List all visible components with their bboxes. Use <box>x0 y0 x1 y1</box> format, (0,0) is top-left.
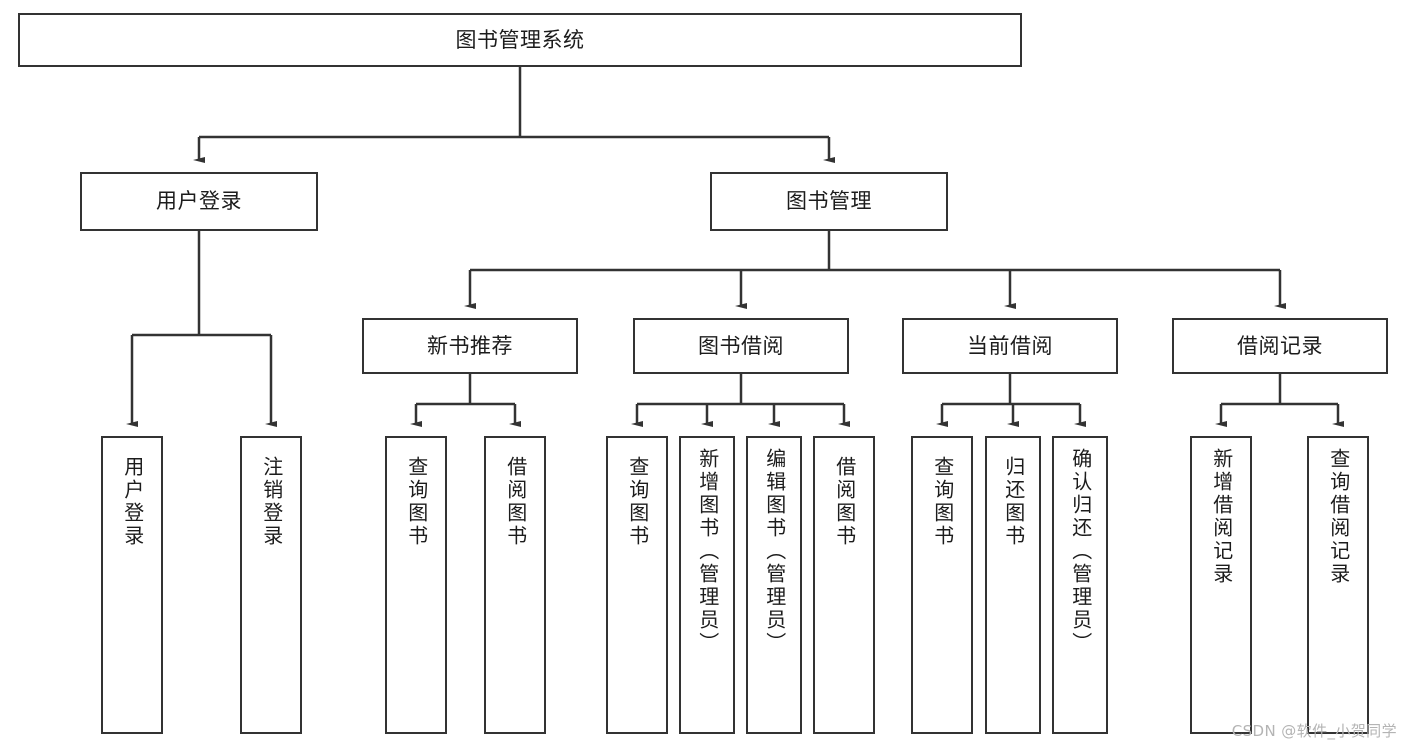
leaf-node-label: 归还图书 <box>1001 456 1026 548</box>
node-new-book-recommend-label: 新书推荐 <box>427 333 513 358</box>
leaf-node-label: 确认归还（管理员） <box>1068 448 1093 655</box>
node-new-book-recommend[interactable]: 新书推荐 <box>362 318 578 374</box>
leaf-node[interactable]: 查询图书 <box>911 436 973 734</box>
node-root-label: 图书管理系统 <box>455 27 585 52</box>
leaf-node[interactable]: 查询借阅记录 <box>1307 436 1369 734</box>
leaf-node[interactable]: 查询图书 <box>606 436 668 734</box>
leaf-node[interactable]: 注销登录 <box>240 436 302 734</box>
leaf-node-label: 注销登录 <box>259 456 284 548</box>
leaf-node-label: 借阅图书 <box>503 456 528 548</box>
leaf-node[interactable]: 用户登录 <box>101 436 163 734</box>
leaf-node[interactable]: 确认归还（管理员） <box>1052 436 1108 734</box>
leaf-node[interactable]: 新增借阅记录 <box>1190 436 1252 734</box>
leaf-node[interactable]: 新增图书（管理员） <box>679 436 735 734</box>
leaf-node-label: 新增借阅记录 <box>1209 448 1234 586</box>
leaf-node-label: 查询图书 <box>625 456 650 548</box>
leaf-node-label: 查询借阅记录 <box>1326 448 1351 586</box>
node-borrow-record-label: 借阅记录 <box>1237 333 1323 358</box>
leaf-node[interactable]: 归还图书 <box>985 436 1041 734</box>
node-user-login-label: 用户登录 <box>156 189 242 214</box>
node-borrow-record[interactable]: 借阅记录 <box>1172 318 1388 374</box>
leaf-node-label: 借阅图书 <box>832 456 857 548</box>
node-current-borrow-label: 当前借阅 <box>967 333 1053 358</box>
leaf-node[interactable]: 查询图书 <box>385 436 447 734</box>
node-book-borrow[interactable]: 图书借阅 <box>633 318 849 374</box>
leaf-node[interactable]: 借阅图书 <box>813 436 875 734</box>
node-user-login[interactable]: 用户登录 <box>80 172 318 231</box>
leaf-node-label: 查询图书 <box>930 456 955 548</box>
leaf-node[interactable]: 借阅图书 <box>484 436 546 734</box>
leaf-node-label: 编辑图书（管理员） <box>762 448 787 655</box>
leaf-node-label: 用户登录 <box>120 456 145 548</box>
leaf-node[interactable]: 编辑图书（管理员） <box>746 436 802 734</box>
leaf-node-label: 新增图书（管理员） <box>695 448 720 655</box>
leaf-node-label: 查询图书 <box>404 456 429 548</box>
node-book-management-label: 图书管理 <box>786 189 872 214</box>
node-book-management[interactable]: 图书管理 <box>710 172 948 231</box>
node-root[interactable]: 图书管理系统 <box>18 13 1022 67</box>
node-book-borrow-label: 图书借阅 <box>698 333 784 358</box>
csdn-watermark: CSDN @软件_小贺同学 <box>1231 722 1397 740</box>
node-current-borrow[interactable]: 当前借阅 <box>902 318 1118 374</box>
